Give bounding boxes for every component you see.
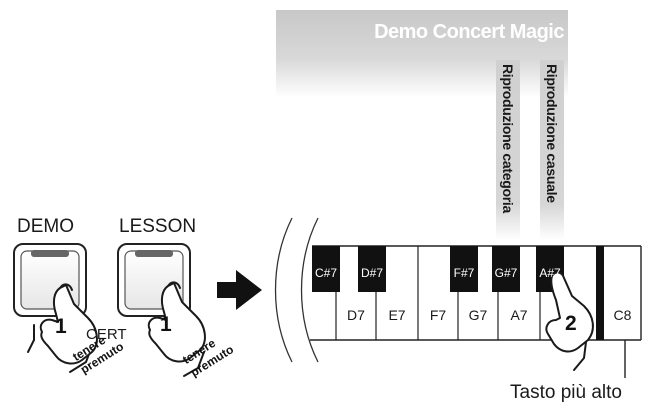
category-function-bar xyxy=(496,60,520,240)
key-g-sharp-7[interactable] xyxy=(492,246,520,292)
keyboard-break-curve xyxy=(274,217,293,363)
key-c-sharp-7[interactable] xyxy=(312,246,340,292)
keyboard-break-curve xyxy=(300,217,319,363)
key-f-sharp-7[interactable] xyxy=(450,246,478,292)
step-number-1: 1 xyxy=(160,313,172,336)
random-function-label: Riproduzione casuale xyxy=(544,64,560,203)
black-key-label: C#7 xyxy=(314,266,337,280)
lesson-button-label: LESSON xyxy=(119,216,197,237)
black-key-label: F#7 xyxy=(453,266,475,280)
white-key-label: F7 xyxy=(429,307,447,323)
category-function-label: Riproduzione categoria xyxy=(500,64,516,213)
demo-button-label: DEMO xyxy=(17,216,74,237)
random-function-bar xyxy=(540,60,564,240)
white-key-label: D7 xyxy=(347,307,365,323)
black-key-label: A#7 xyxy=(539,266,561,280)
step-number-2: 2 xyxy=(565,312,577,335)
hand-icon-keyboard xyxy=(545,271,594,371)
white-key-label: G7 xyxy=(468,307,488,323)
key-d-sharp-7[interactable] xyxy=(358,246,386,292)
hand-icon-lesson xyxy=(147,281,206,377)
hand-icon-demo xyxy=(27,283,98,373)
white-key-label: C8 xyxy=(613,307,632,323)
white-key-label: E7 xyxy=(388,307,406,323)
black-key-label: G#7 xyxy=(494,266,518,280)
highest-key-note: Tasto più alto xyxy=(510,382,622,403)
covered-button-text: CERT xyxy=(86,326,127,343)
step-number-1: 1 xyxy=(55,315,67,338)
demo-banner-title: Demo Concert Magic xyxy=(374,20,564,43)
black-key-label: D#7 xyxy=(360,266,383,280)
arrow-icon xyxy=(217,270,262,310)
white-key-label: A7 xyxy=(510,307,528,323)
